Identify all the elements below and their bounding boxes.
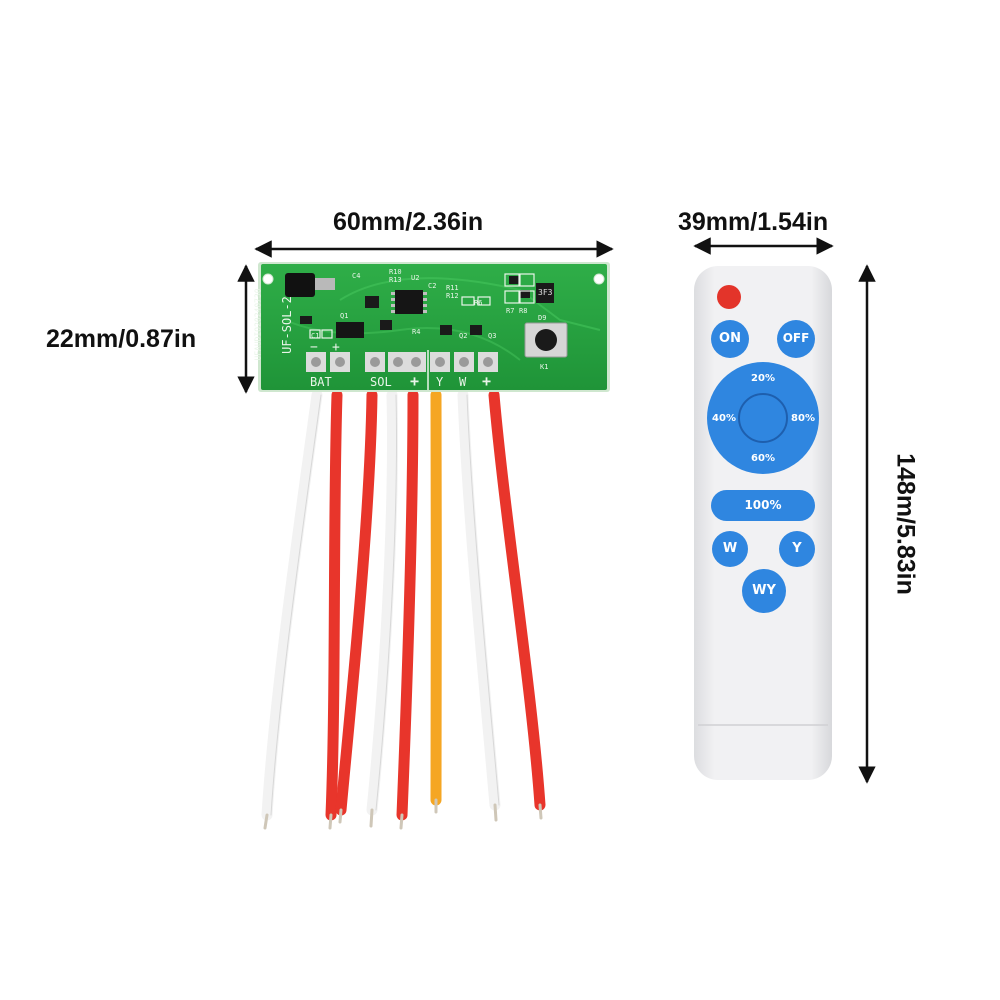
- ir-receiver: [285, 273, 315, 297]
- wire-red-2: [335, 389, 378, 816]
- button-y: [779, 531, 815, 567]
- wire-red-3: [396, 389, 419, 821]
- indicator-led: [717, 285, 741, 309]
- wire-white-3: [457, 389, 501, 811]
- wire-white-1: [261, 389, 323, 821]
- wire-white-2: [366, 389, 398, 816]
- remote-control: [694, 266, 832, 780]
- button-y-label[interactable]: Y: [792, 541, 802, 556]
- pcb-date-code: UFAUDIO20240730: [253, 288, 263, 361]
- button-off-label[interactable]: OFF: [782, 331, 810, 345]
- resistor-3f3: [536, 283, 554, 303]
- button-off: [777, 320, 815, 358]
- mount-hole-left: [262, 273, 274, 285]
- button-100: [711, 490, 815, 521]
- label-plus-1: +: [410, 372, 420, 390]
- dimmer-20-label[interactable]: 20%: [751, 373, 775, 384]
- ref-r13: R13: [389, 276, 402, 284]
- label-y: Y: [436, 375, 444, 389]
- ref-u2: U2: [411, 274, 420, 282]
- wire-red-4: [488, 389, 546, 811]
- label-sol: SOL: [370, 375, 392, 389]
- ref-r6: R6: [474, 299, 483, 307]
- button-wy-label[interactable]: WY: [752, 583, 776, 598]
- button-center: [738, 393, 788, 443]
- pcb-width-label: 60mm/2.36in: [333, 208, 484, 236]
- ref-k1: K1: [540, 363, 549, 371]
- wire-red-1: [325, 389, 343, 821]
- terminal-pads: [306, 352, 498, 372]
- pcb-board: [258, 262, 610, 392]
- ref-r8: R8: [519, 307, 528, 315]
- ref-c2: C2: [428, 282, 437, 290]
- button-wy: [742, 569, 786, 613]
- pcb-height-label: 22mm/0.87in: [46, 325, 197, 353]
- label-minus-bat: −: [310, 340, 318, 355]
- ref-q1: Q1: [340, 312, 349, 320]
- ref-r7: R7: [506, 307, 515, 315]
- button-on-label[interactable]: ON: [719, 331, 741, 346]
- wire-bundle: [261, 389, 546, 830]
- label-plus-bat: +: [332, 340, 340, 355]
- ic-u2: [395, 290, 423, 314]
- mount-hole-right: [593, 273, 605, 285]
- dimmer-80-label[interactable]: 80%: [791, 413, 815, 424]
- label-plus-2: +: [482, 372, 492, 390]
- ref-q3: Q3: [488, 332, 497, 340]
- ref-d9: D9: [538, 314, 547, 322]
- button-w-label[interactable]: W: [722, 541, 738, 556]
- ref-q2: Q2: [459, 332, 468, 340]
- remote-width-label: 39mm/1.54in: [678, 208, 829, 236]
- dimmer-40-label[interactable]: 40%: [712, 413, 736, 424]
- ref-c1: C1: [311, 332, 320, 340]
- ref-r5: R4: [412, 328, 421, 336]
- remote-height-label: 148m/5.83in: [891, 453, 920, 595]
- ref-c4: C4: [352, 272, 361, 280]
- ref-r11: R11: [446, 284, 459, 292]
- ref-r10: R10: [389, 268, 402, 276]
- transistor-q1: [336, 322, 364, 338]
- button-w: [712, 531, 748, 567]
- button-on: [711, 320, 749, 358]
- label-w: W: [459, 375, 467, 389]
- label-bat: BAT: [310, 375, 332, 389]
- ref-r12: R12: [446, 292, 459, 300]
- ref-3f3: 3F3: [538, 288, 553, 297]
- dimmer-60-label[interactable]: 60%: [751, 453, 775, 464]
- button-100-label[interactable]: 100%: [744, 498, 782, 512]
- pcb-model-text: UF-SOL-2: [279, 296, 294, 354]
